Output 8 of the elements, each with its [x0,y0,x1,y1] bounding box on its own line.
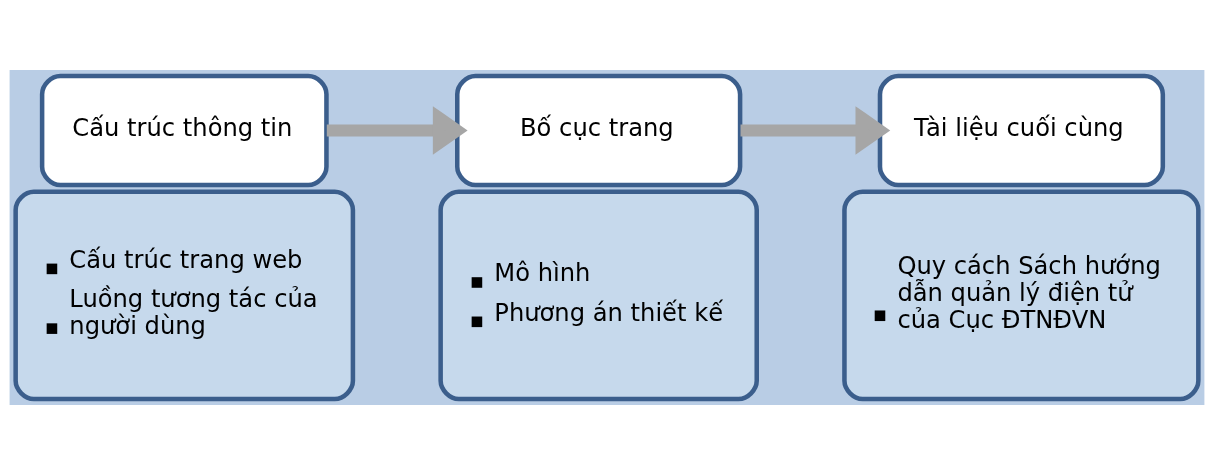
node-box: Bố cục trang [455,73,743,188]
node-box: Tài liệu cuối cùng [877,73,1166,188]
node-box: Cấu trúc thông tin [39,73,329,188]
node-box: Mô hình Phương án thiết kế [438,189,759,402]
node-box: Quy cách Sách hướng dẫn quản lý điện tử của Cục ĐTNĐVN [842,189,1201,402]
node-box: Cấu trúc trang web Luồng tương tác của người dùng [13,189,356,402]
arrow [326,106,468,155]
arrow [740,106,891,155]
